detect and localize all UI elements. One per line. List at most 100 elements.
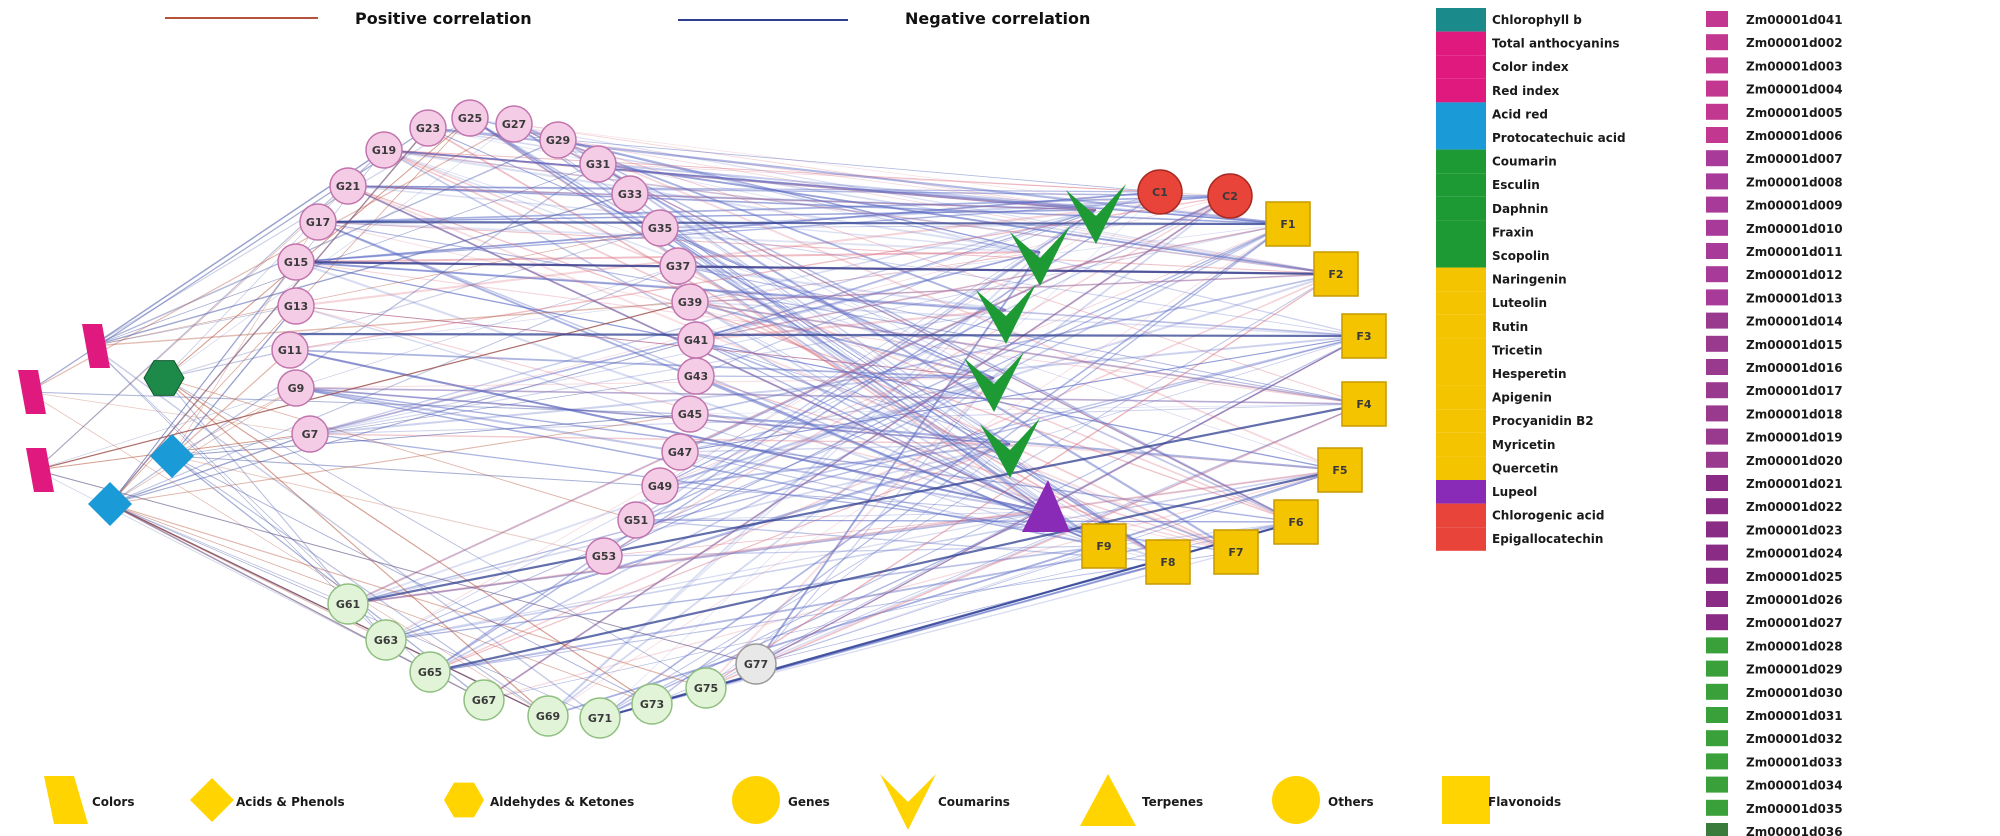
negative-edge [599,223,1289,719]
flavonoid-node[interactable]: F7 [1213,529,1259,575]
negative-edge [35,301,691,471]
gene-node-circle [641,209,679,247]
gene-node[interactable]: G75 [685,667,727,709]
gene-legend-label: Zm00001d007 [1746,152,1843,166]
positive-edge [347,468,1341,606]
metabolite-legend-label: Chlorophyll b [1492,13,1582,27]
metabolite-legend-item: Quercetin [1436,456,1558,480]
gene-node[interactable]: G23 [409,109,447,147]
coumarin-node[interactable] [1010,226,1070,286]
positive-edge [295,208,1097,308]
positive-edge [27,123,515,393]
gene-node-circle [329,167,367,205]
gene-node[interactable]: G47 [661,433,699,471]
gene-node[interactable]: G15 [277,243,315,281]
gene-node[interactable]: G35 [641,209,679,247]
negative-edge [557,139,1041,253]
metabolite-legend-swatch [1436,456,1486,480]
gene-node[interactable]: G21 [329,167,367,205]
gene-node[interactable]: G25 [451,99,489,137]
gene-node-circle [631,683,673,725]
negative-edge [347,443,1011,605]
gene-node[interactable]: G73 [631,683,673,725]
gene-legend-label: Zm00001d015 [1746,338,1843,352]
gene-node-circle [291,415,329,453]
gene-node-circle [527,695,569,737]
coumarin-node[interactable] [980,418,1040,478]
flavonoid-node[interactable]: F1 [1265,201,1311,247]
gene-node[interactable]: G69 [527,695,569,737]
gene-node[interactable]: G7 [291,415,329,453]
other-node[interactable]: C1 [1137,169,1183,215]
gene-node-circle [409,109,447,147]
positive-edge [309,195,1231,435]
metabolite-node[interactable] [18,370,46,414]
negative-edge [695,339,1047,513]
metabolite-legend-swatch [1436,267,1486,292]
flavonoid-node[interactable]: F9 [1081,523,1127,569]
negative-edge [347,185,1161,193]
metabolite-node[interactable] [88,482,132,526]
terpene-node[interactable] [1022,480,1070,532]
gene-node[interactable]: G37 [659,247,697,285]
gene-legend-label: Zm00001d017 [1746,384,1843,398]
gene-node[interactable]: G45 [671,395,709,433]
gene-node[interactable]: G61 [327,583,369,625]
gene-node[interactable]: G43 [677,357,715,395]
gene-legend-item: Zm00001d015 [1706,335,1843,352]
gene-node[interactable]: G9 [277,369,315,407]
gene-legend-label: Zm00001d006 [1746,129,1843,143]
gene-legend-swatch [1706,776,1728,793]
shape-legend-item: Terpenes [1080,774,1203,826]
flavonoid-node[interactable]: F5 [1317,447,1363,493]
gene-legend-swatch [1706,591,1728,607]
gene-node[interactable]: G13 [277,287,315,325]
gene-node[interactable]: G77 [735,643,777,685]
metabolite-node[interactable] [143,360,185,396]
negative-edge [385,545,1105,641]
flavonoid-node[interactable]: F6 [1273,499,1319,545]
negative-edge [317,221,1041,253]
negative-edge [347,185,1041,253]
gene-node[interactable]: G11 [271,331,309,369]
coumarin-node[interactable] [1066,184,1126,244]
negative-edge [109,265,679,505]
gene-node[interactable]: G33 [611,175,649,213]
positive-edge [347,185,1097,211]
gene-node[interactable]: G31 [579,145,617,183]
gene-node[interactable]: G67 [463,679,505,721]
metabolite-node[interactable] [82,324,110,368]
flavonoid-node[interactable]: F4 [1341,381,1387,427]
flavonoid-node[interactable]: F8 [1145,539,1191,585]
gene-node[interactable]: G51 [617,501,655,539]
gene-node-circle [463,679,505,721]
flavonoid-node[interactable]: F2 [1313,251,1359,297]
negative-edge [385,443,1011,641]
metabolite-node[interactable] [26,448,54,492]
gene-node[interactable]: G29 [539,121,577,159]
gene-node-label: G41 [684,334,708,347]
negative-edge [557,139,1297,523]
metabolite-node[interactable] [150,434,194,478]
negative-edge [689,301,1105,547]
positive-edge [295,305,995,379]
gene-node[interactable]: G41 [677,321,715,359]
negative-edge [659,227,995,379]
gene-node[interactable]: G27 [495,105,533,143]
negative-edge [91,305,297,347]
gene-node[interactable]: G63 [365,619,407,661]
gene-node[interactable]: G71 [579,697,621,739]
coumarin-node[interactable] [964,352,1024,412]
other-node[interactable]: C2 [1207,173,1253,219]
gene-node[interactable]: G19 [365,131,403,169]
negative-edge [347,469,1341,605]
negative-edge [91,117,471,347]
flavonoid-node[interactable]: F3 [1341,313,1387,359]
coumarin-node[interactable] [976,284,1036,344]
gene-node[interactable]: G65 [409,651,451,693]
gene-node[interactable]: G39 [671,283,709,321]
negative-edge [635,519,1169,563]
gene-node[interactable]: G53 [585,537,623,575]
gene-node[interactable]: G17 [299,203,337,241]
gene-node[interactable]: G49 [641,467,679,505]
